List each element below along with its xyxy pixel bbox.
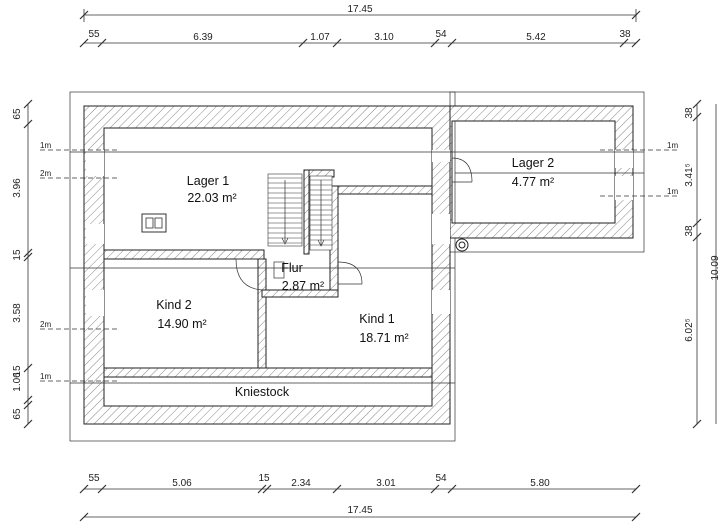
room-lager-2: Lager 2 4.77 m²: [512, 156, 554, 189]
partition-kind2-top: [103, 249, 265, 260]
right-dim-3: 38: [684, 225, 695, 237]
top-dimension-chain: 17.45 55 6.39 1.07 3.10 54 5.42 38: [79, 4, 641, 48]
height-marker-1m-bottom: 1m: [40, 372, 51, 381]
top-dim-2: 6.39: [193, 32, 213, 43]
partition-kind2-right: [257, 258, 267, 373]
room-name: Kniestock: [235, 385, 290, 399]
annex-walls: [449, 105, 634, 239]
room-area: 14.90 m²: [157, 317, 206, 331]
room-name: Lager 2: [512, 156, 554, 170]
room-lager-1: Lager 1 22.03 m²: [187, 174, 237, 205]
top-dim-4: 3.10: [374, 32, 394, 43]
height-marker-2m-bottom: 2m: [40, 320, 51, 329]
left-dim-3: 15: [12, 249, 23, 261]
room-area: 2.87 m²: [282, 279, 324, 293]
building-outline: [69, 91, 456, 442]
bottom-dimension-chain: 55 5.06 15 2.34 3.01 54 5.80 17.45: [79, 473, 641, 522]
drain-icon: [455, 238, 469, 252]
left-dim-7: 65: [12, 408, 23, 420]
top-dim-5: 54: [435, 29, 447, 40]
room-kniestock: Kniestock: [235, 385, 290, 399]
top-dim-6: 5.42: [526, 32, 546, 43]
bottom-dim-6: 54: [435, 473, 447, 484]
partition-kind1-top: [329, 185, 433, 195]
bottom-dim-7: 5.80: [530, 478, 550, 489]
room-name: Kind 1: [359, 312, 394, 326]
left-dim-2: 3.96: [12, 178, 23, 198]
bottom-dim-5: 3.01: [376, 478, 396, 489]
height-markers: 1m 2m 2m 1m 1m 1m: [40, 141, 680, 382]
room-kind-2: Kind 2 14.90 m²: [156, 298, 206, 331]
room-name: Lager 1: [187, 174, 229, 188]
room-kind-1: Kind 1 18.71 m²: [359, 312, 408, 345]
right-dim-4: 6.02⁵: [684, 318, 695, 342]
left-dim-4: 3.58: [12, 303, 23, 323]
top-dim-7: 38: [619, 29, 631, 40]
staircase: [267, 173, 333, 251]
roof-lines: [70, 151, 644, 384]
room-name: Flur: [281, 261, 303, 275]
bottom-dim-4: 2.34: [291, 478, 311, 489]
room-name: Kind 2: [156, 298, 191, 312]
height-marker-right-bottom: 1m: [667, 187, 678, 196]
top-dim-3: 1.07: [310, 32, 330, 43]
height-marker-1m-top: 1m: [40, 141, 51, 150]
bottom-dim-2: 5.06: [172, 478, 192, 489]
room-area: 4.77 m²: [512, 175, 554, 189]
left-dimension-chain: 65 3.96 15 3.58 1.06 15 65: [12, 99, 33, 429]
room-area: 18.71 m²: [359, 331, 408, 345]
right-partial-dimension: 10.09: [710, 255, 720, 280]
stair-wall-mid: [303, 169, 310, 255]
chimney-icon: [141, 213, 167, 233]
bottom-total-dimension: 17.45: [347, 505, 372, 516]
height-marker-2m-top: 2m: [40, 169, 51, 178]
right-dim-1: 38: [684, 107, 695, 119]
right-dim-2: 3.41⁵: [684, 163, 695, 187]
left-dim-6: 15: [12, 365, 23, 377]
bottom-dim-3: 15: [258, 473, 270, 484]
top-dim-1: 55: [88, 29, 100, 40]
height-marker-right-top: 1m: [667, 141, 678, 150]
partition-flur-bottom: [261, 289, 339, 298]
right-dimension-chain: 38 3.41⁵ 38 6.02⁵ 10.09: [684, 99, 720, 429]
left-dim-5: 1.06: [12, 372, 23, 392]
top-total-dimension: 17.45: [347, 4, 372, 15]
left-dim-1: 65: [12, 108, 23, 120]
partition-kniestock: [103, 367, 433, 378]
windows: [86, 150, 633, 316]
room-area: 22.03 m²: [187, 191, 236, 205]
bottom-dim-1: 55: [88, 473, 100, 484]
doors: [235, 157, 473, 291]
room-flur: Flur 2.87 m²: [281, 261, 324, 293]
